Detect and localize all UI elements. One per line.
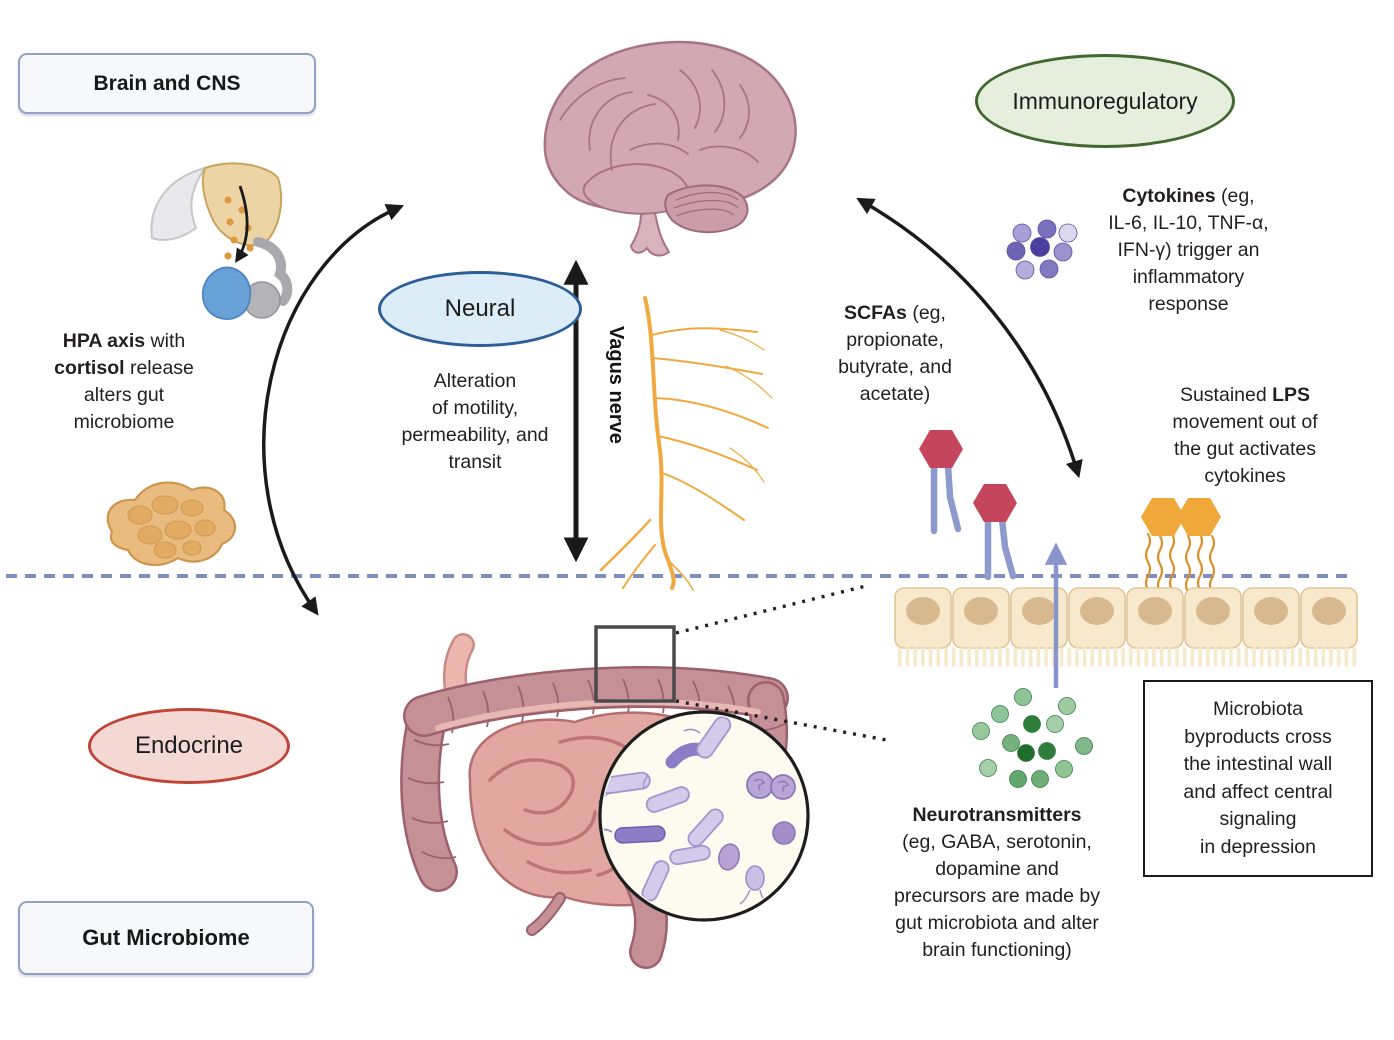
scfa-molecule-icon [919, 430, 1017, 581]
magnifier-leader-top [675, 584, 867, 635]
magnifier-square [594, 625, 676, 703]
bacteria-lens-icon [598, 710, 810, 922]
neurotransmitters-annotation: Neurotransmitters (eg, GABA, serotonin, … [894, 804, 1100, 961]
neural-oval: Neural [378, 271, 582, 347]
brain-cns-label-box: Brain and CNS [18, 53, 316, 114]
hpa-annotation: HPA axis with cortisol release alters gu… [54, 330, 194, 433]
cytokines-annotation: Cytokines (eg, IL-6, IL-10, TNF-α, IFN-γ… [1108, 185, 1269, 315]
alteration-annotation: Alteration of motility, permeability, an… [401, 370, 549, 473]
vagus-nerve-label: Vagus nerve [605, 326, 627, 444]
brainstem [629, 211, 671, 257]
vagus-nerve-icon [599, 296, 773, 591]
endocrine-pathway-arrow [262, 204, 405, 616]
gut-microbiome-label-box: Gut Microbiome [18, 901, 314, 975]
adrenal-gland-icon [106, 481, 237, 566]
immunoregulatory-oval: Immunoregulatory [975, 54, 1235, 148]
lps-annotation: Sustained LPS movement out of the gut ac… [1172, 384, 1318, 487]
epithelial-cells-icon [894, 587, 1358, 667]
endocrine-label: Endocrine [134, 732, 244, 759]
brain-cns-label: Brain and CNS [93, 71, 241, 95]
cytokine-dots-icon [1006, 219, 1078, 280]
gut-microbiome-label: Gut Microbiome [82, 925, 250, 950]
brain-illustration [543, 40, 797, 257]
neural-label: Neural [444, 295, 516, 322]
lps-molecule-icon [1141, 498, 1221, 622]
microbiota-byproducts-box: Microbiota byproducts cross the intestin… [1143, 680, 1373, 877]
scfas-annotation: SCFAs (eg, propionate, butyrate, and ace… [838, 302, 952, 405]
pituitary-hpa-icon [150, 162, 293, 320]
endocrine-oval: Endocrine [88, 708, 290, 784]
neurotransmitter-dots-icon [972, 688, 1093, 788]
immunoregulatory-label: Immunoregulatory [1012, 87, 1198, 114]
immune-pathway-arrow [856, 197, 1083, 479]
